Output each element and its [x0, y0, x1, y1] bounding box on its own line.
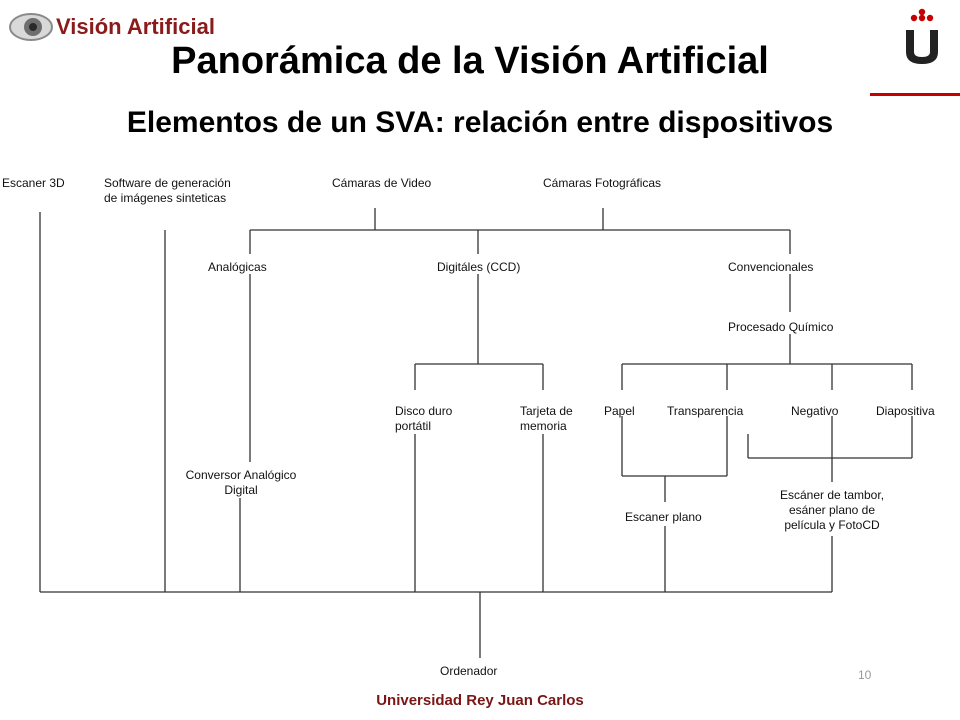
node-diapositiva: Diapositiva: [876, 404, 935, 418]
vision-artificial-logo: Visión Artificial: [8, 10, 234, 46]
node-papel: Papel: [604, 404, 635, 418]
node-escaner-tambor: Escáner de tambor, esáner plano de pelíc…: [779, 488, 885, 532]
node-analogicas: Analógicas: [208, 260, 267, 274]
page-subtitle: Elementos de un SVA: relación entre disp…: [126, 106, 834, 139]
page-number: 10: [858, 668, 872, 682]
header-accent-rule: [870, 93, 960, 96]
node-escaner-3d: Escaner 3D: [2, 176, 65, 190]
node-transparencia: Transparencia: [667, 404, 744, 418]
node-digitales: Digitáles (CCD): [437, 260, 521, 274]
node-escaner-plano: Escaner plano: [625, 510, 702, 524]
device-relation-diagram: Escaner 3D Software de generación de imá…: [0, 172, 945, 680]
node-disco-duro: Disco duro portátil: [395, 404, 453, 433]
node-negativo: Negativo: [791, 404, 839, 418]
page-title: Panorámica de la Visión Artificial: [171, 40, 769, 82]
node-convencionales: Convencionales: [728, 260, 814, 274]
node-software: Software de generación de imágenes sinte…: [104, 176, 231, 205]
eye-icon: [9, 13, 53, 41]
node-camaras-foto: Cámaras Fotográficas: [543, 176, 662, 190]
diagram-connectors: [39, 208, 913, 658]
node-ordenador: Ordenador: [440, 664, 498, 678]
university-mark-icon: [906, 8, 938, 64]
node-camaras-video: Cámaras de Video: [332, 176, 432, 190]
node-conversor: Conversor Analógico Digital: [185, 468, 297, 497]
node-tarjeta-memoria: Tarjeta de memoria: [520, 404, 573, 433]
node-procesado-quimico: Procesado Químico: [728, 320, 834, 334]
university-name: Universidad Rey Juan Carlos: [376, 692, 584, 709]
logo-text: Visión Artificial: [56, 14, 215, 39]
